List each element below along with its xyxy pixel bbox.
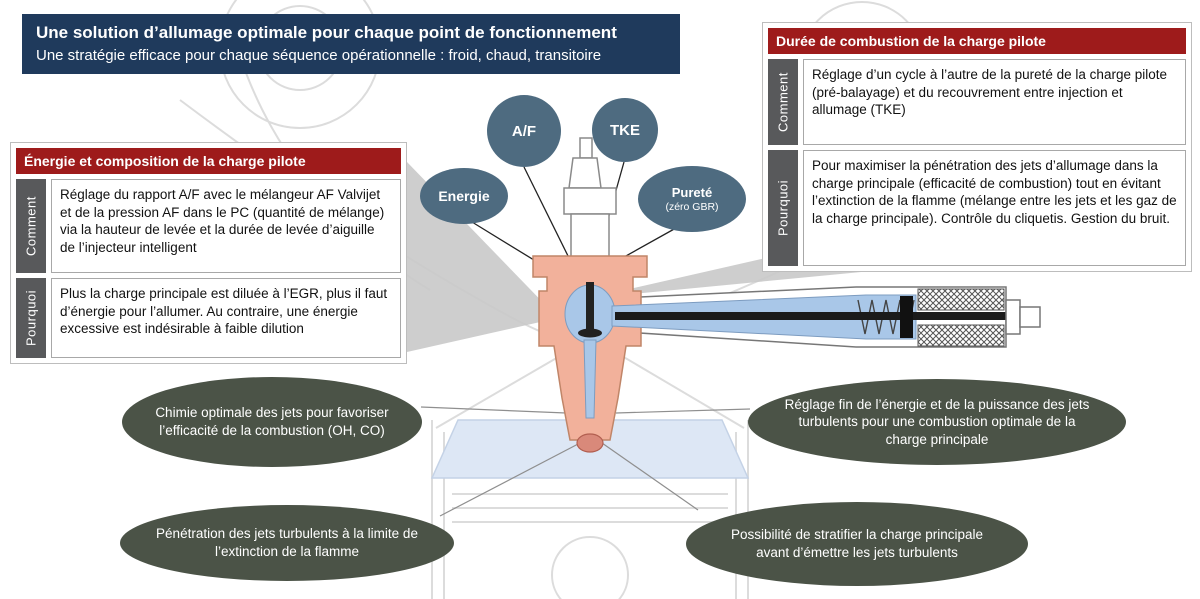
- bubble-purete-sublabel: (zéro GBR): [665, 200, 719, 213]
- bubble-af-label: A/F: [511, 122, 537, 140]
- page-title: Une solution d’allumage optimale pour ch…: [36, 23, 617, 42]
- nozzle-tip: [576, 433, 604, 453]
- spark-plug: [563, 137, 617, 259]
- prechamber-valve: [578, 282, 602, 338]
- injector-needle: [615, 312, 1007, 320]
- panel-row-comment: Comment Réglage d’un cycle à l’autre de …: [768, 59, 1186, 146]
- injector-endcap: [1005, 299, 1021, 335]
- callout-jet-penetration: Pénétration des jets turbulents à la lim…: [120, 505, 454, 581]
- injector-coil-top: [917, 288, 1005, 311]
- panel-duration-header: Durée de combustion de la charge pilote: [768, 28, 1186, 55]
- row-text-comment: Réglage du rapport A/F avec le mélangeur…: [51, 179, 401, 274]
- bubble-energie: Energie: [420, 168, 508, 224]
- callout-energy-tuning-text: Réglage fin de l’énergie et de la puissa…: [784, 396, 1090, 447]
- injector-coil-bottom: [917, 324, 1005, 347]
- row-label-pourquoi: Pourquoi: [768, 150, 798, 267]
- callout-jet-chemistry-text: Chimie optimale des jets pour favoriser …: [155, 405, 389, 438]
- panel-combustion-duration: Durée de combustion de la charge pilote …: [762, 22, 1192, 273]
- title-box: Une solution d’allumage optimale pour ch…: [22, 14, 680, 75]
- row-label-comment: Comment: [16, 179, 46, 274]
- panel-energy-composition: Énergie et composition de la charge pilo…: [10, 142, 407, 365]
- row-text-comment: Réglage d’un cycle à l’autre de la puret…: [803, 59, 1186, 146]
- row-text-pourquoi: Pour maximiser la pénétration des jets d…: [803, 150, 1186, 267]
- bubble-af: A/F: [487, 95, 561, 167]
- bubble-purete-label: Pureté: [671, 184, 713, 200]
- row-label-comment: Comment: [768, 59, 798, 146]
- panel-row-comment: Comment Réglage du rapport A/F avec le m…: [16, 179, 401, 274]
- injector-connector: [1019, 306, 1041, 328]
- row-text-pourquoi: Plus la charge principale est diluée à l…: [51, 278, 401, 359]
- callout-jet-penetration-text: Pénétration des jets turbulents à la lim…: [156, 526, 418, 559]
- callout-connectors: [420, 406, 751, 517]
- callout-energy-tuning: Réglage fin de l’énergie et de la puissa…: [748, 379, 1126, 465]
- bubble-purete: Pureté (zéro GBR): [638, 166, 746, 232]
- panel-row-pourquoi: Pourquoi Pour maximiser la pénétration d…: [768, 150, 1186, 267]
- injector-armature: [900, 296, 913, 338]
- panel-row-pourquoi: Pourquoi Plus la charge principale est d…: [16, 278, 401, 359]
- bubble-tke: TKE: [592, 98, 658, 162]
- callout-charge-stratification-text: Possibilité de stratifier la charge prin…: [730, 527, 984, 560]
- bubble-energie-label: Energie: [438, 188, 490, 204]
- row-label-pourquoi: Pourquoi: [16, 278, 46, 359]
- bubble-tke-label: TKE: [610, 121, 640, 139]
- callout-charge-stratification: Possibilité de stratifier la charge prin…: [686, 502, 1028, 586]
- callout-jet-chemistry: Chimie optimale des jets pour favoriser …: [122, 377, 422, 467]
- page-subtitle: Une stratégie efficace pour chaque séque…: [36, 47, 602, 65]
- panel-energy-header: Énergie et composition de la charge pilo…: [16, 148, 401, 175]
